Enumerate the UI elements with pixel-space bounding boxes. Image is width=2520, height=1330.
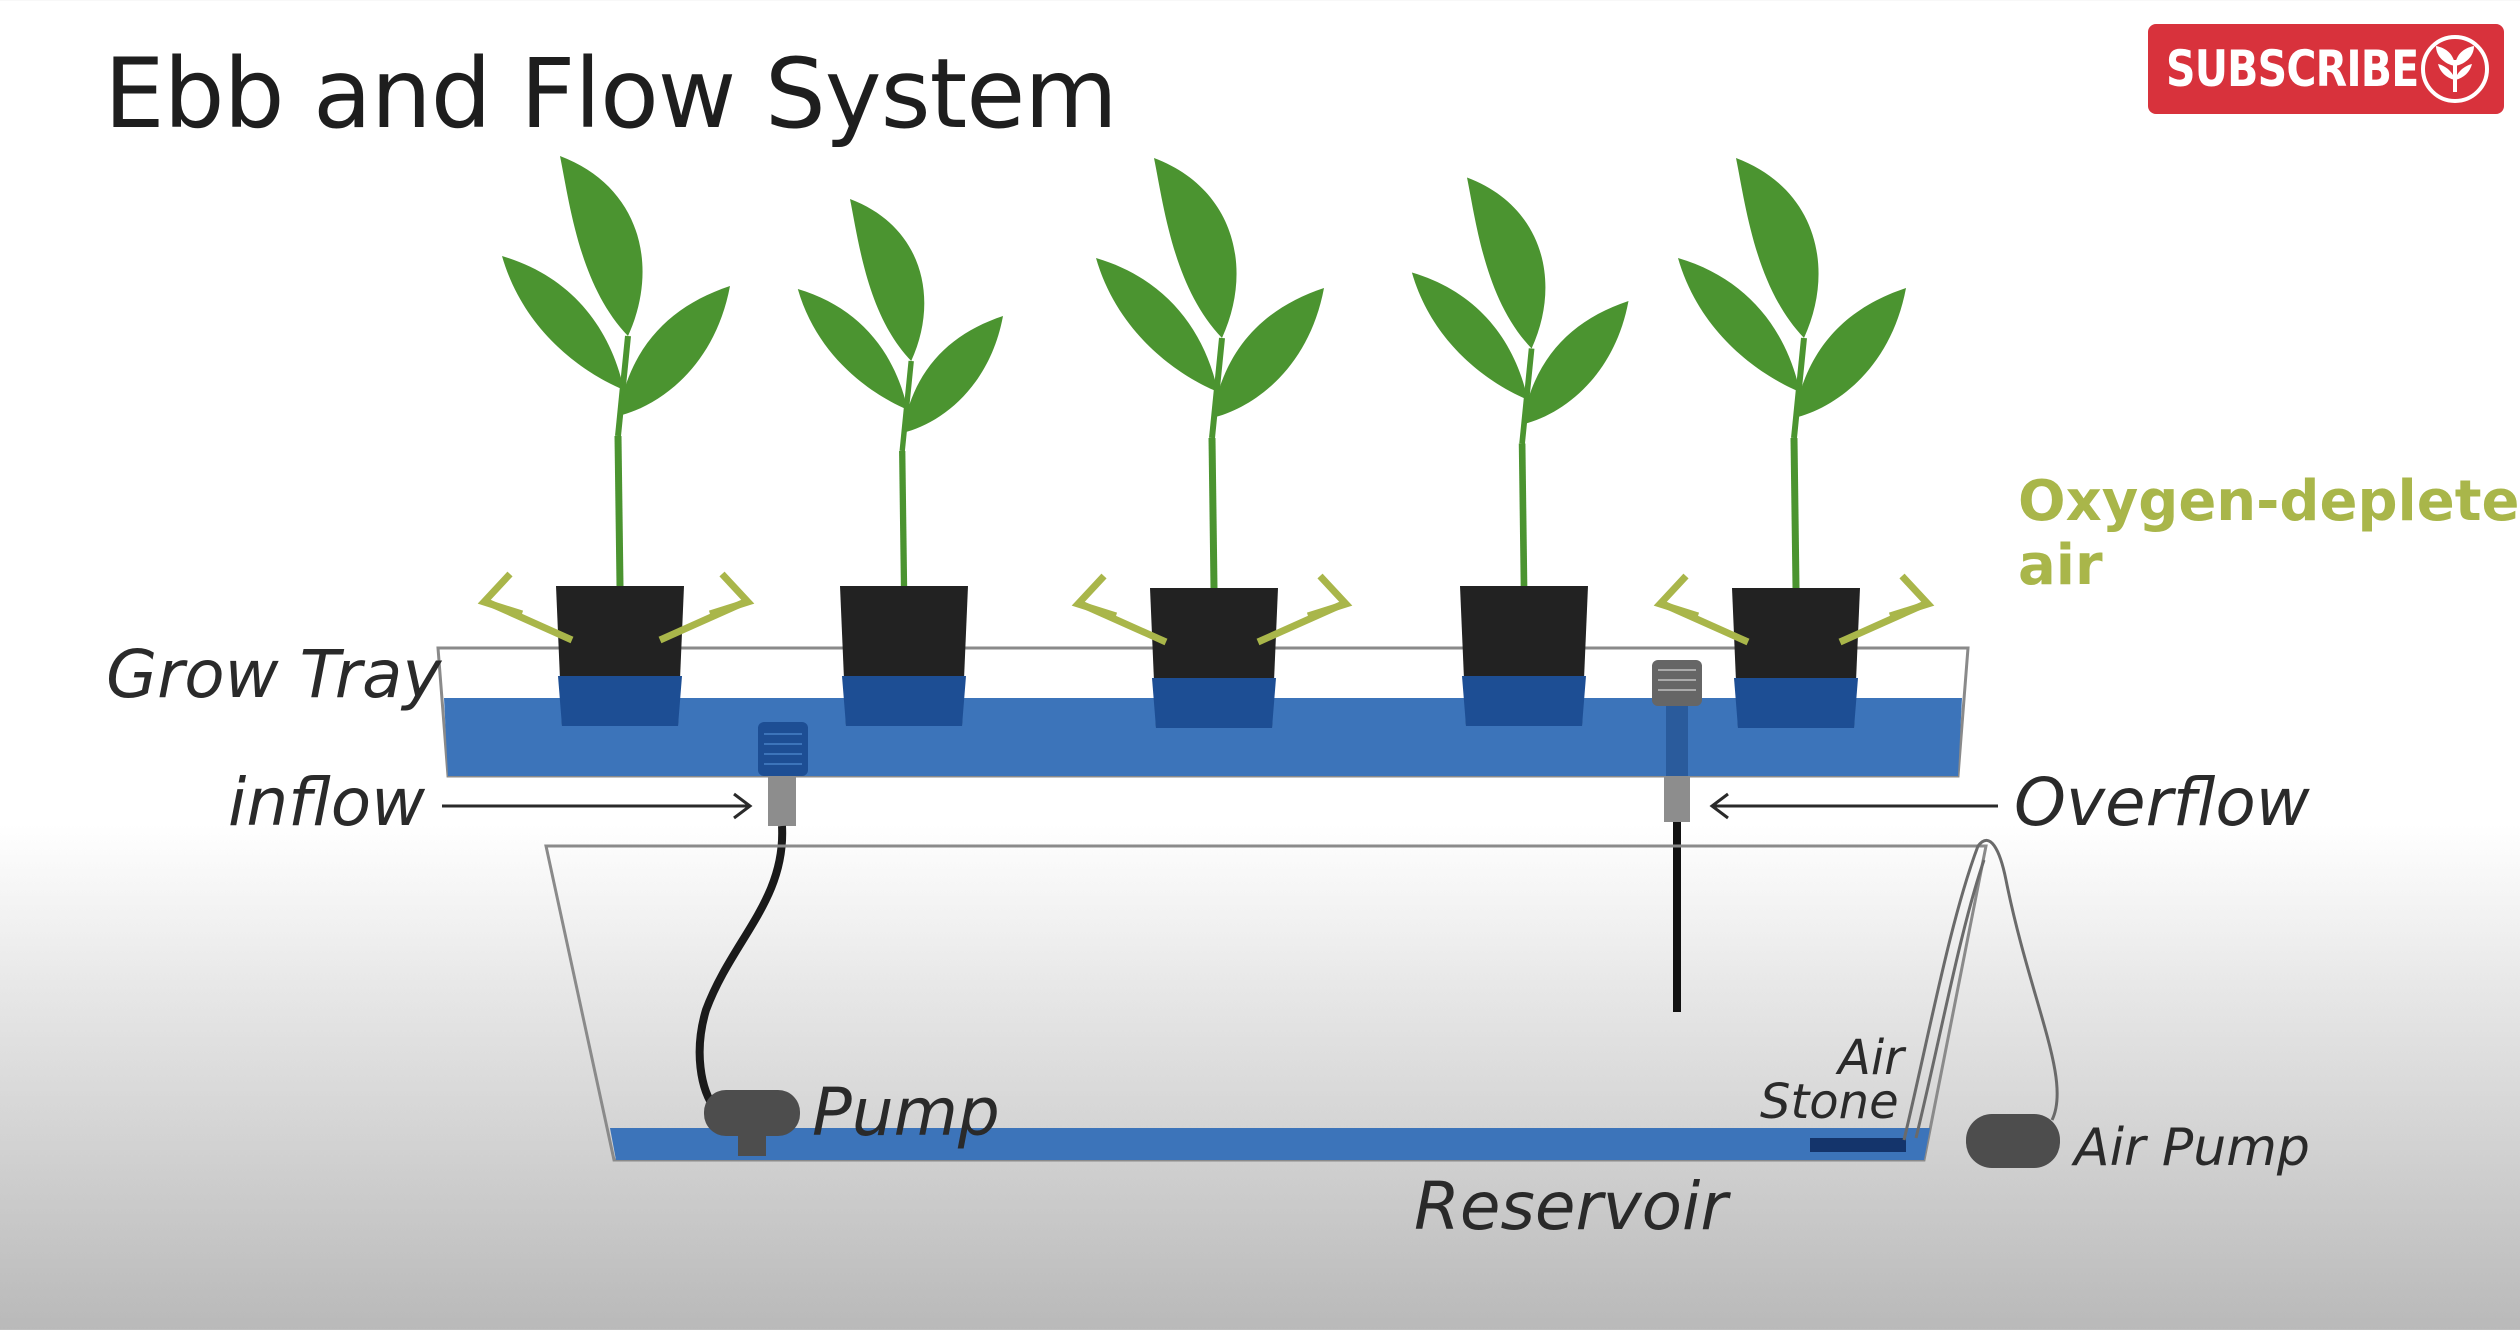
overflow-pipe xyxy=(1652,660,1702,1012)
air-pump-label: Air Pump xyxy=(2074,1118,2310,1178)
inflow-fitting xyxy=(695,722,808,1113)
air-pump xyxy=(1902,838,2060,1168)
pump xyxy=(704,1090,800,1156)
plant-4 xyxy=(1412,177,1629,726)
plant-1 xyxy=(502,156,730,726)
subscribe-label: SUBSCRIBE xyxy=(2166,40,2419,98)
overflow-pointer xyxy=(1709,792,1998,820)
grow-tray-label: Grow Tray xyxy=(106,636,442,713)
inflow-pointer xyxy=(442,792,753,820)
reservoir xyxy=(544,844,1988,1162)
reservoir-label: Reservoir xyxy=(1414,1168,1728,1245)
air-stone-label-line1: Air xyxy=(1838,1030,1904,1086)
overflow-label: Overflow xyxy=(2014,764,2310,841)
page-title: Ebb and Flow System xyxy=(104,38,1118,150)
plant-5 xyxy=(1678,158,1906,728)
plant-3 xyxy=(1096,158,1324,728)
oxygen-depleted-label: Oxygen-depleted air xyxy=(2018,470,2520,598)
plant-logo-icon xyxy=(2421,35,2489,103)
subscribe-button[interactable]: SUBSCRIBE xyxy=(2148,24,2504,114)
pump-label: Pump xyxy=(812,1074,1000,1151)
inflow-label: inflow xyxy=(228,764,426,841)
air-stone-label-line2: Stone xyxy=(1760,1074,1899,1130)
oxygen-depleted-line2: air xyxy=(2018,533,2103,598)
oxygen-depleted-line1: Oxygen-depleted xyxy=(2018,469,2520,534)
